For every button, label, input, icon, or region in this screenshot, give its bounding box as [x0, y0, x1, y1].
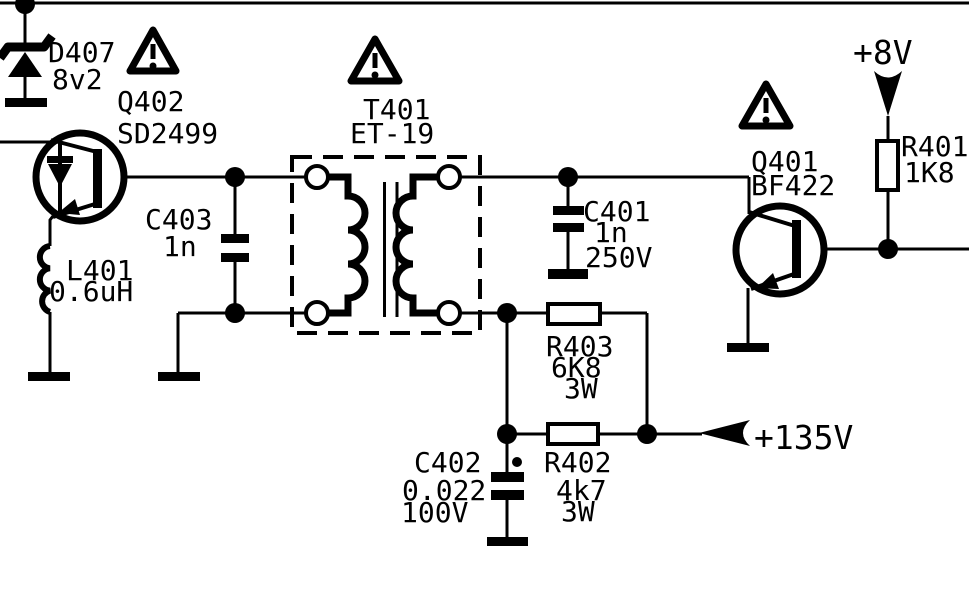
- wires: [0, 1, 969, 538]
- transistor-q402: Q402 SD2499: [32, 85, 218, 246]
- inductor-l401: L401 0.6uH: [36, 243, 133, 372]
- r402-power: 3W: [561, 495, 595, 528]
- ground-icons: [5, 98, 769, 546]
- polarity-dot: [512, 457, 522, 467]
- supply-8v: +8V: [853, 33, 913, 116]
- q402-ref: Q402: [117, 85, 184, 118]
- supply-arrow-icon: [874, 71, 902, 116]
- warning-icon: [126, 26, 180, 75]
- resistor-r401: R401 1K8: [875, 130, 968, 192]
- ground-icon: [158, 372, 200, 381]
- emitter-arrow: [757, 273, 779, 289]
- zener-anode-triangle: [8, 52, 42, 77]
- d407-value: 8v2: [52, 63, 103, 96]
- c403-value: 1n: [163, 230, 197, 263]
- l401-ref: L401: [66, 254, 133, 287]
- t401-ref: T401: [363, 93, 430, 126]
- c402-value: 0.022: [402, 474, 486, 507]
- zener-d407: D407 8v2: [0, 33, 115, 98]
- junction-dots: [15, 0, 898, 467]
- q402-part: SD2499: [117, 117, 218, 150]
- supply-8v-label: +8V: [853, 33, 913, 72]
- supply-135v-label: +135V: [754, 418, 853, 457]
- r403-value: 6K8: [551, 351, 602, 384]
- ground-icon: [487, 537, 528, 546]
- ground-icon: [28, 372, 70, 381]
- r403-power: 3W: [564, 372, 598, 405]
- c401-value: 1n: [594, 216, 628, 249]
- supply-arrow-icon: [699, 420, 750, 446]
- transformer-outline: [290, 155, 482, 335]
- warning-icon: [738, 80, 794, 130]
- primary-winding: [328, 173, 369, 317]
- r401-value: 1K8: [904, 156, 955, 189]
- r402-value: 4k7: [556, 474, 607, 507]
- q401-ref: Q401: [751, 145, 818, 178]
- supply-135v: +135V: [699, 418, 853, 457]
- terminal: [304, 300, 330, 326]
- ground-icon: [727, 343, 769, 352]
- c401-ref: C401: [583, 195, 650, 228]
- transformer-t401: T401 ET-19: [290, 93, 482, 335]
- damper-diode-bar: [47, 156, 73, 163]
- capacitor-c401: C401 1n 250V: [553, 195, 653, 274]
- resistor-r402: R402 4k7 3W: [544, 422, 611, 528]
- secondary-winding: [392, 173, 438, 317]
- c401-voltage: 250V: [585, 241, 653, 274]
- transistor-q401: Q401 BF422: [732, 145, 835, 298]
- terminal: [304, 164, 330, 190]
- d407-ref: D407: [48, 36, 115, 69]
- damper-diode-triangle: [48, 164, 72, 187]
- r402-ref: R402: [544, 446, 611, 479]
- emitter-arrow: [58, 199, 80, 215]
- terminal: [436, 164, 462, 190]
- capacitor-c403: C403 1n: [145, 203, 249, 263]
- c402-voltage: 100V: [401, 496, 469, 529]
- r401-ref: R401: [901, 130, 968, 163]
- q401-part: BF422: [751, 169, 835, 202]
- c403-ref: C403: [145, 203, 212, 236]
- zener-cathode-bar: [0, 33, 56, 61]
- ground-icon: [548, 269, 588, 279]
- capacitor-c402: C402 0.022 100V: [401, 446, 524, 529]
- t401-part: ET-19: [350, 117, 434, 150]
- l401-value: 0.6uH: [49, 275, 133, 308]
- r403-ref: R403: [546, 330, 613, 363]
- resistor-r403: R403 6K8 3W: [546, 302, 613, 405]
- ground-icon: [5, 98, 47, 107]
- c402-ref: C402: [414, 446, 481, 479]
- terminal: [436, 300, 462, 326]
- warning-icon: [347, 35, 403, 85]
